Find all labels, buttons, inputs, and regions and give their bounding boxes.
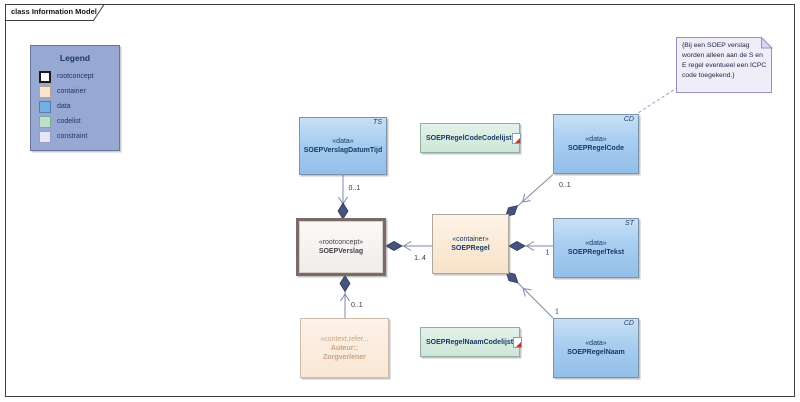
constraint-swatch (39, 130, 51, 143)
legend: Legend rootconcept container data codeli… (30, 45, 120, 151)
connector-regel-code (515, 174, 554, 208)
stereotype: «data» (332, 138, 354, 145)
connector-verslag-regel (402, 241, 432, 251)
node-soepregelcode[interactable]: CD «data» SOEPRegelCode (553, 114, 639, 174)
multiplicity-regel-naam: 1 (555, 309, 559, 316)
document-icon (511, 132, 521, 144)
legend-item-rootconcept: rootconcept (39, 69, 119, 84)
node-soepregeltekst[interactable]: ST «data» SOEPRegelTekst (553, 218, 639, 278)
connector-regel-tekst (525, 241, 553, 251)
document-icon (513, 336, 523, 348)
node-name: SOEPRegelNaam (567, 349, 625, 356)
multiplicity-verslag-regel: 1..4 (414, 255, 426, 262)
frame-title: class Information Model (11, 7, 97, 16)
node-name-line2: Zorgverlener (323, 353, 366, 361)
stereotype: «rootconcept» (318, 239, 364, 246)
node-soepverslagdatumtijd[interactable]: TS «data» SOEPVerslagDatumTijd (299, 117, 387, 175)
node-soepregelnaam[interactable]: CD «data» SOEPRegelNaam (553, 318, 639, 378)
diamond-verslag-auteur (339, 274, 351, 293)
diamond-verslag-regel (385, 241, 403, 251)
multiplicity-regel-code: 0..1 (559, 182, 571, 189)
note-text: {Bij een SOEP verslag worden alleen aan … (682, 42, 767, 79)
node-name: SOEPRegelCode (567, 145, 624, 152)
diamond-regel-naam (505, 271, 519, 284)
rootconcept-swatch (39, 70, 51, 83)
diamond-regel-tekst (508, 241, 526, 251)
data-swatch (39, 100, 51, 113)
legend-label: codelist (57, 118, 81, 125)
legend-item-constraint: constraint (39, 129, 119, 144)
connector-verslag-auteur (340, 291, 350, 318)
node-soepregelcodecodelijst[interactable]: SOEPRegelCodeCodelijst (420, 123, 521, 153)
node-name: SOEPRegelCodeCodelijst (426, 134, 512, 142)
stereotype: «data» (585, 240, 607, 247)
container-swatch (39, 85, 51, 98)
diagram-frame (5, 4, 795, 397)
note[interactable]: {Bij een SOEP verslag worden alleen aan … (676, 37, 772, 93)
node-name: SOEPRegel (451, 245, 490, 252)
legend-label: constraint (57, 133, 88, 140)
legend-item-data: data (39, 99, 119, 114)
type-letter: CD (623, 320, 634, 327)
stereotype: «data» (585, 136, 607, 143)
node-soepverslag[interactable]: «rootconcept» SOEPVerslag (296, 218, 386, 276)
diamond-regel-code (504, 205, 519, 217)
node-soepregel[interactable]: «container» SOEPRegel (432, 214, 509, 274)
codelist-swatch (39, 115, 51, 128)
legend-title: Legend (59, 53, 91, 63)
node-name: SOEPVerslagDatumTijd (303, 147, 383, 154)
node-name-line1: Auteur:: (330, 344, 359, 352)
legend-label: rootconcept (57, 73, 94, 80)
type-letter: ST (625, 220, 634, 227)
note-fold-icon (761, 37, 773, 49)
multiplicity-regel-tekst: 1 (546, 250, 550, 257)
stereotype: «data» (585, 340, 607, 347)
multiplicity-verslag-auteur: 0..1 (351, 302, 363, 309)
node-auteur-zorgverlener[interactable]: «context,refer... Auteur:: Zorgverlener (300, 318, 389, 378)
legend-item-container: container (39, 84, 119, 99)
legend-label: data (57, 103, 71, 110)
stereotype: «context,refer... (320, 335, 369, 343)
type-letter: CD (623, 116, 634, 123)
connector-note-dashed (633, 88, 677, 116)
stereotype: «container» (452, 236, 489, 243)
connector-regel-naam (516, 281, 554, 319)
node-soepregelnaamcodelijst[interactable]: SOEPRegelNaamCodelijst (420, 327, 523, 357)
node-name: SOEPRegelTekst (567, 249, 625, 256)
multiplicity-verslag-datumtijd: 0..1 (349, 185, 361, 192)
node-name: SOEPRegelNaamCodelijst (426, 338, 514, 346)
type-letter: TS (373, 119, 382, 126)
node-name: SOEPVerslag (318, 248, 364, 255)
legend-label: container (57, 88, 86, 95)
legend-item-codelist: codelist (39, 114, 119, 129)
